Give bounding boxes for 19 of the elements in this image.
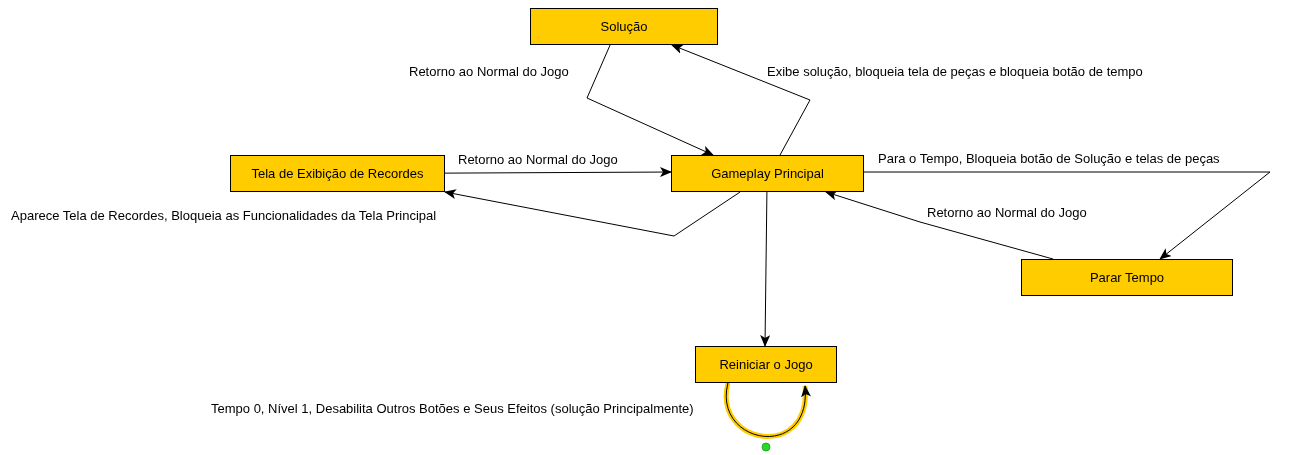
arrow xyxy=(586,44,714,156)
arrow xyxy=(863,171,1271,260)
edge-label: Retorno ao Normal do Jogo xyxy=(408,64,570,79)
state-box: Solução xyxy=(530,8,718,45)
edge-label: Para o Tempo, Bloqueia botão de Solução e telas de peças xyxy=(877,151,1221,166)
arrow xyxy=(760,191,771,347)
arrow xyxy=(825,190,1054,260)
arrow xyxy=(671,44,811,156)
edge-label: Exibe solução, bloqueia tela de peças e bloqueia botão de tempo xyxy=(766,64,1144,79)
state-box: Parar Tempo xyxy=(1021,259,1233,296)
state-box: Gameplay Principal xyxy=(671,155,864,192)
edge-label: Retorno ao Normal do Jogo xyxy=(457,152,619,167)
edge-label: Aparece Tela de Recordes, Bloqueia as Funcionalidades da Tela Principal xyxy=(10,208,438,223)
state-box: Tela de Exibição de Recordes xyxy=(230,155,445,192)
arrow xyxy=(444,167,672,178)
edge-label: Tempo 0, Nível 1, Desabilita Outros Botões e Seus Efeitos (solução Principalmente) xyxy=(210,401,695,416)
arrow xyxy=(444,189,741,237)
state-box: Reiniciar o Jogo xyxy=(695,346,837,383)
edge-label: Retorno ao Normal do Jogo xyxy=(926,205,1088,220)
